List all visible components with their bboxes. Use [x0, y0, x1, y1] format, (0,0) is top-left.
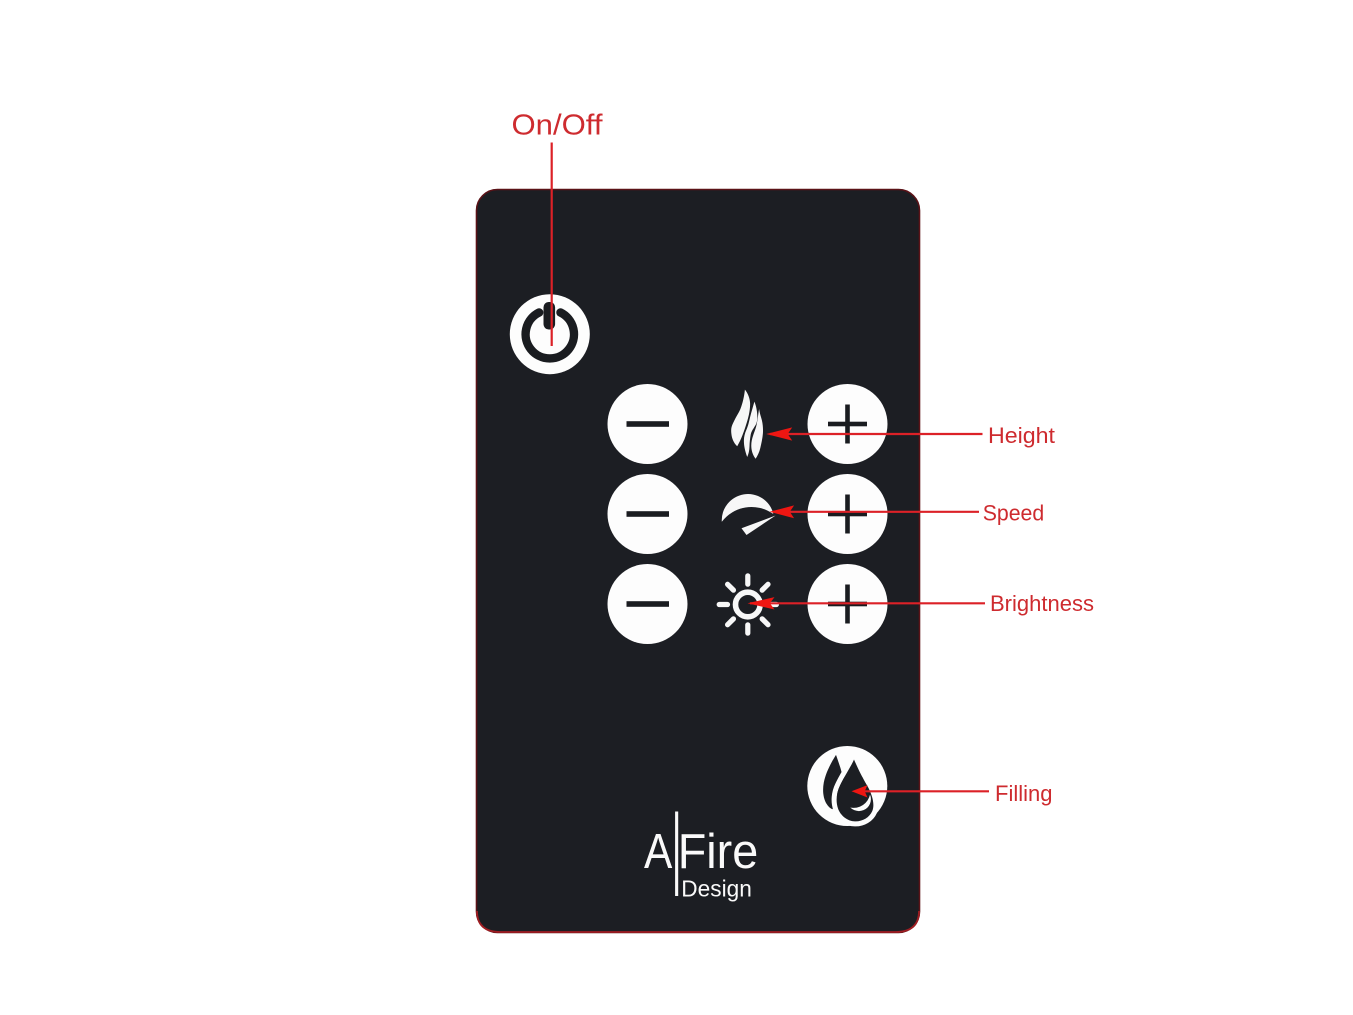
svg-text:Brightness: Brightness [990, 591, 1094, 616]
svg-text:Height: Height [988, 423, 1055, 448]
svg-text:Speed: Speed [983, 500, 1044, 525]
svg-text:On/Off: On/Off [512, 110, 604, 142]
svg-text:Fire: Fire [678, 825, 759, 879]
svg-text:Filling: Filling [995, 781, 1053, 806]
svg-text:A: A [644, 825, 673, 879]
svg-text:Design: Design [681, 875, 752, 901]
